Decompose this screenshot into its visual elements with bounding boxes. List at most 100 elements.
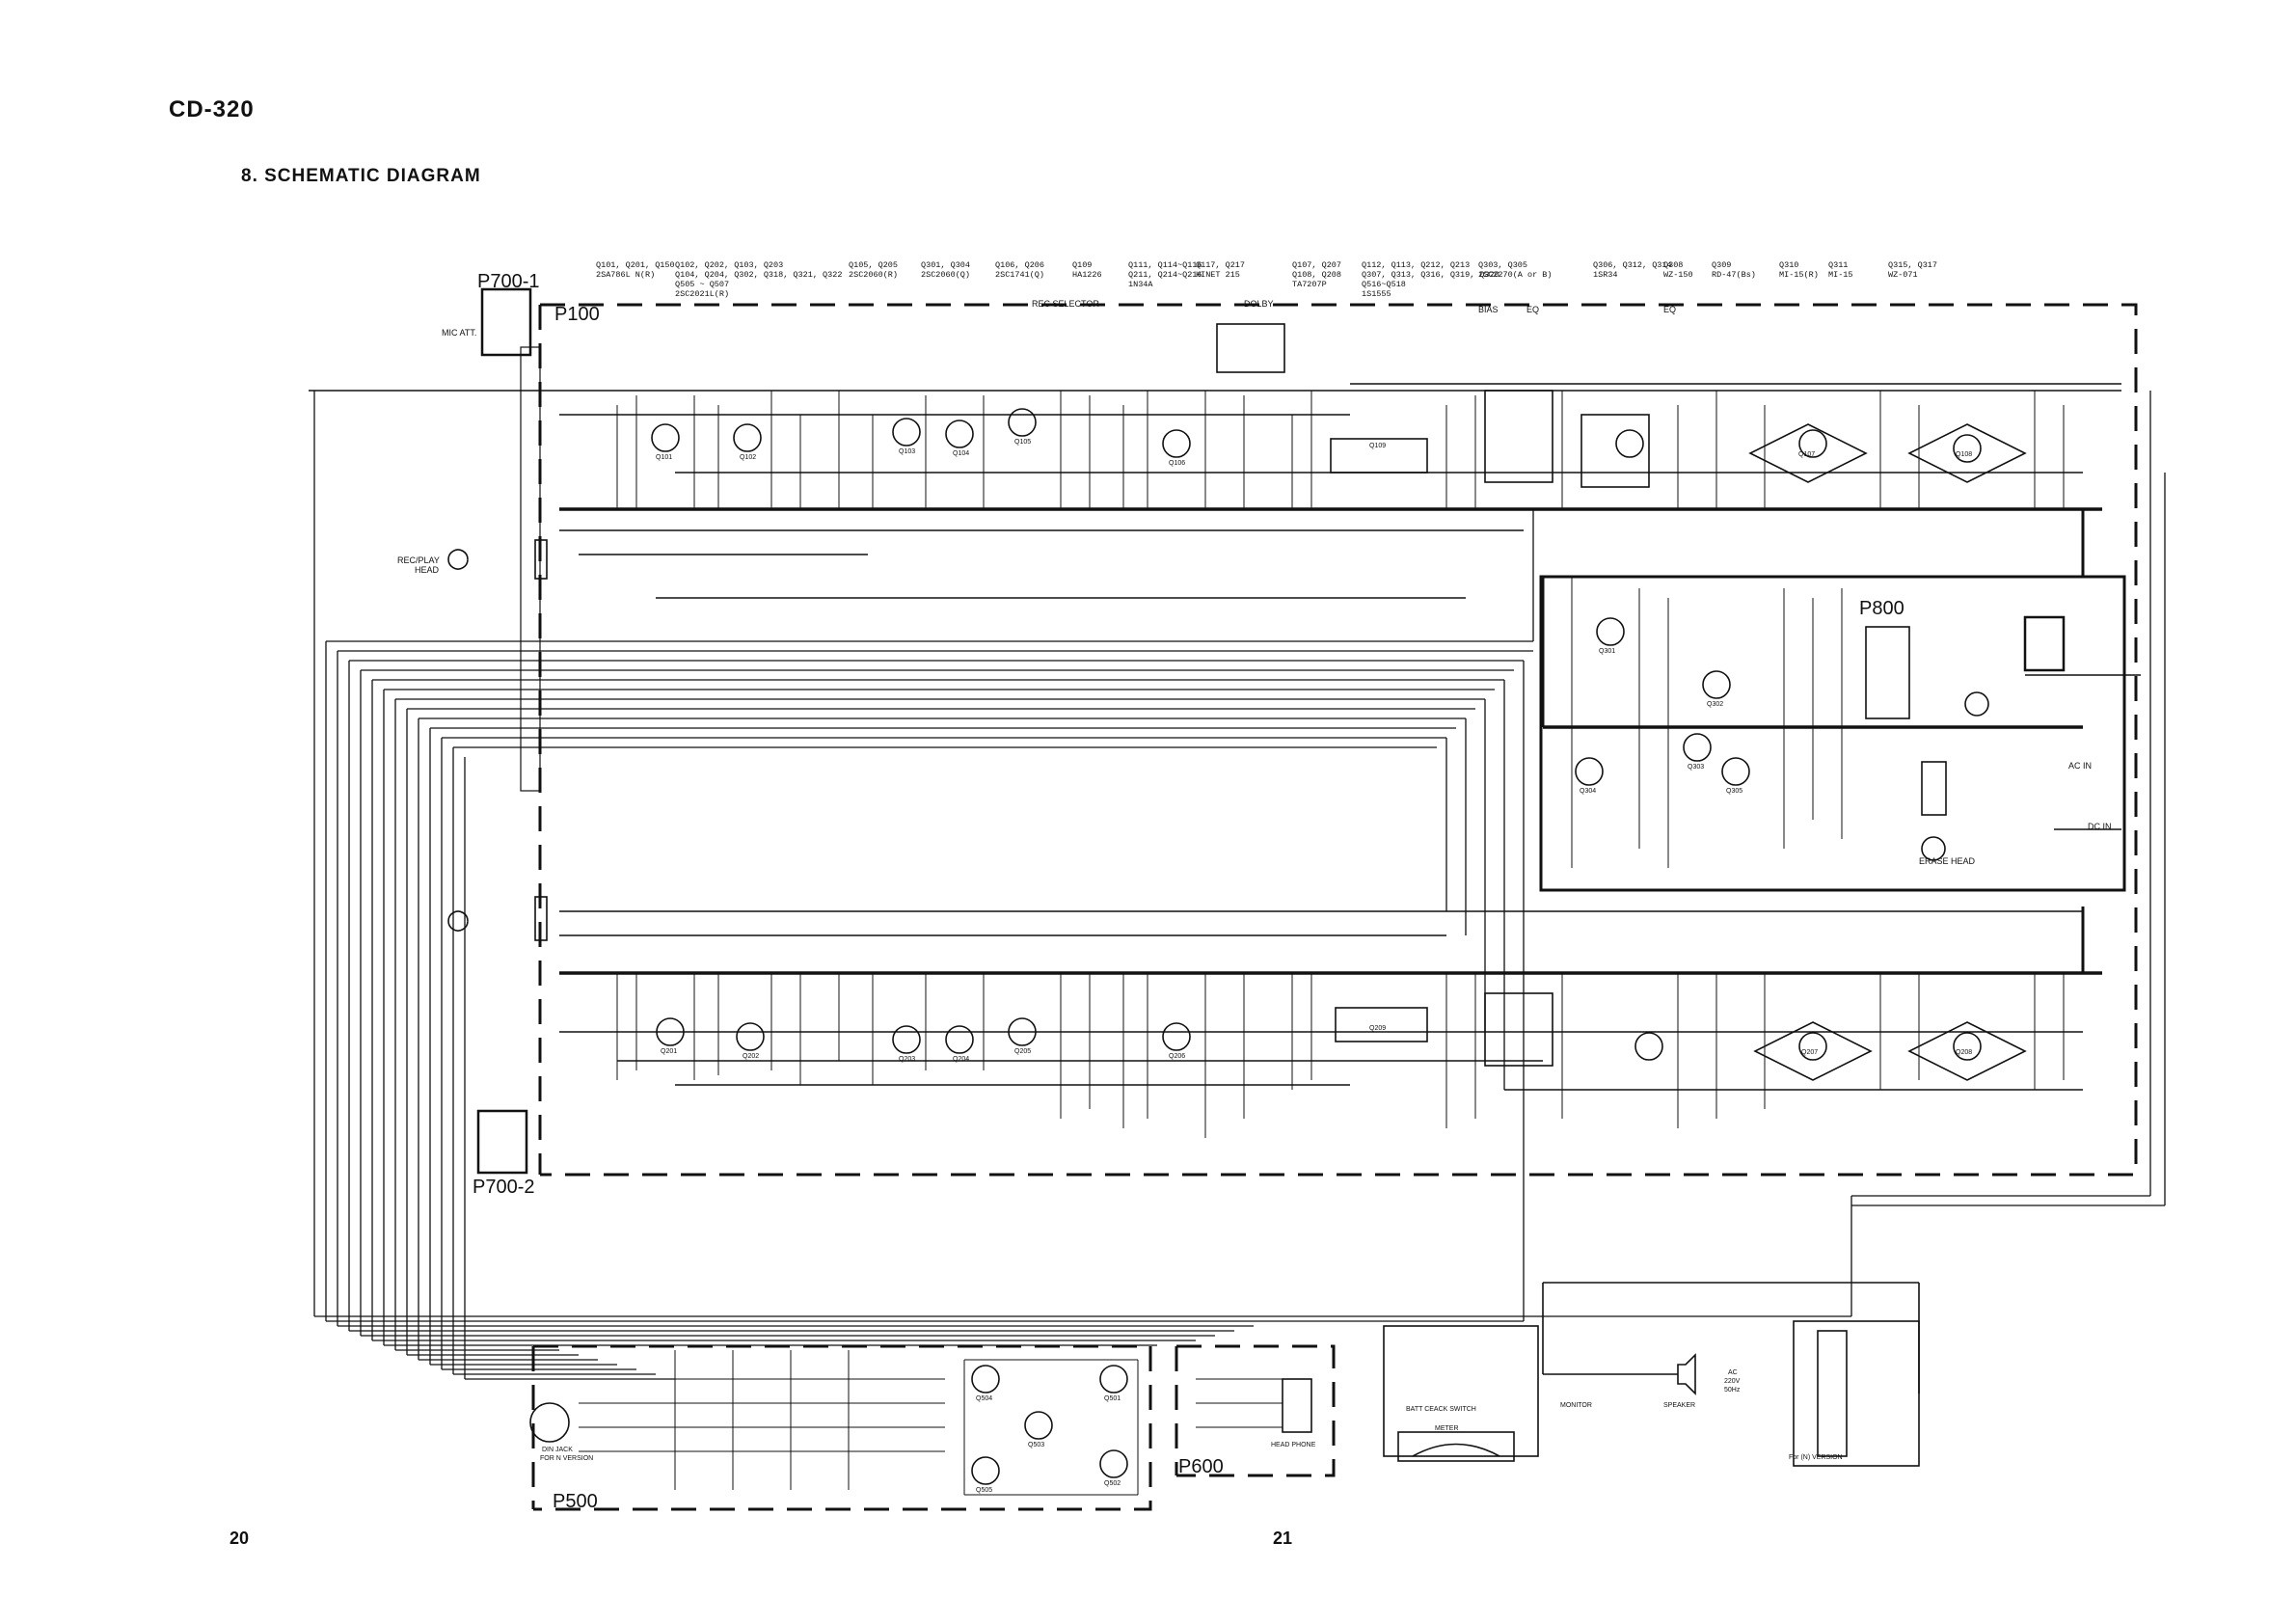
q-label: Q107 — [1798, 451, 1815, 458]
transistor-legend-line: MI-15 — [1828, 270, 1853, 280]
transistor-legend-line: WZ-071 — [1888, 270, 1918, 280]
bias-label: BIAS — [1478, 305, 1499, 314]
transistor-legend-line: Q211, Q214~Q216 — [1128, 270, 1202, 280]
q-label: Q202 — [743, 1053, 759, 1060]
transistor-legend-line: WZ-150 — [1663, 270, 1693, 280]
page-number-left: 20 — [230, 1529, 250, 1548]
transistor-legend-line: HINET 215 — [1196, 270, 1240, 280]
transistor-legend-line: 1S1555 — [1362, 289, 1391, 299]
q-label: Q203 — [899, 1056, 915, 1063]
q-label: Q108 — [1956, 451, 1972, 458]
block-p100: P100 — [554, 304, 600, 325]
q-label: Q105 — [1014, 439, 1031, 446]
transistor-legend-line: Q301, Q304 — [921, 260, 971, 270]
transistor-legend-line: Q117, Q217 — [1196, 260, 1246, 270]
block-outlines — [531, 303, 2138, 1511]
transistor-legend-line: 2SC2270(A or B) — [1478, 270, 1553, 280]
page-title: 8. SCHEMATIC DIAGRAM — [241, 166, 481, 186]
page-number-right: 21 — [1273, 1529, 1293, 1548]
transistor-legend-line: Q315, Q317 — [1888, 260, 1938, 270]
transistor-legend-line: Q101, Q201, Q150 — [596, 260, 675, 270]
transistor-legend-line: Q310 — [1779, 260, 1799, 270]
transistor-legend-line: Q307, Q313, Q316, Q319, Q320 — [1362, 270, 1499, 280]
transistor-legend-line: Q112, Q113, Q212, Q213 — [1362, 260, 1471, 270]
q-label: Q103 — [899, 448, 915, 455]
transistor-legend-line: Q505 ~ Q507 — [675, 280, 730, 289]
block-p700-1: P700-1 — [477, 271, 540, 292]
q-label: Q206 — [1169, 1053, 1185, 1060]
rec-play-head-label-1: REC/PLAY — [397, 555, 440, 565]
block-p600: P600 — [1178, 1456, 1224, 1477]
q-label: Q207 — [1801, 1049, 1818, 1056]
transistor-legend-line: Q516~Q518 — [1362, 280, 1406, 289]
transistor-legend-line: Q105, Q205 — [849, 260, 899, 270]
q-label: Q205 — [1014, 1048, 1031, 1055]
transistor-legend-line: 1N34A — [1128, 280, 1153, 289]
q-label: Q209 — [1369, 1025, 1386, 1032]
ac-voltage-label-1: AC — [1728, 1369, 1738, 1376]
transistor-legend-line: Q108, Q208 — [1292, 270, 1342, 280]
transistor-legend-line: Q303, Q305 — [1478, 260, 1528, 270]
monitor-label: MONITOR — [1560, 1402, 1592, 1409]
eq-label-2: EQ — [1663, 305, 1676, 314]
q-label: Q503 — [1028, 1442, 1044, 1448]
q-label: Q102 — [740, 454, 756, 461]
block-p500: P500 — [553, 1491, 598, 1512]
transistor-legend-line: Q311 — [1828, 260, 1849, 270]
ac-in-label: AC IN — [2068, 761, 2092, 771]
q-label: Q305 — [1726, 788, 1742, 795]
q-label: Q301 — [1599, 648, 1615, 655]
transistor-legend-line: Q309 — [1712, 260, 1732, 270]
q-label: Q101 — [656, 454, 672, 461]
speaker-label: SPEAKER — [1663, 1402, 1695, 1409]
transistor-legend-line: Q109 — [1072, 260, 1093, 270]
head-phone-label: HEAD PHONE — [1271, 1442, 1316, 1448]
q-label: Q504 — [976, 1395, 992, 1402]
dc-in-label: DC IN — [2088, 822, 2112, 831]
q-label: Q201 — [661, 1048, 677, 1055]
q-label: Q109 — [1369, 443, 1386, 449]
transistor-legend-line: TA7207P — [1292, 280, 1327, 289]
q-label: Q502 — [1104, 1480, 1121, 1487]
transistor-legend-line: Q306, Q312, Q314 — [1593, 260, 1672, 270]
batt-check-label: BATT CEACK SWITCH — [1406, 1406, 1476, 1413]
transistor-legend-line: Q106, Q206 — [995, 260, 1045, 270]
erase-head-label: ERASE HEAD — [1919, 856, 1976, 866]
rec-selector-label: REC SELECTOR — [1032, 299, 1099, 309]
din-jack-label-1: DIN JACK — [542, 1447, 573, 1453]
q-label: Q104 — [953, 450, 969, 457]
block-p700-2: P700-2 — [473, 1177, 535, 1198]
transistor-legend-line: HA1226 — [1072, 270, 1102, 280]
transistor-labels: Q101 Q102 Q103 Q104 Q105 Q106 Q109 Q107 … — [656, 439, 1972, 1494]
ac-voltage-label-2: 220V — [1724, 1378, 1741, 1385]
q-label: Q106 — [1169, 460, 1185, 467]
q-label: Q303 — [1688, 764, 1704, 771]
eq-label-1: EQ — [1526, 305, 1539, 314]
dolby-label: DOLBY — [1244, 299, 1274, 309]
transistor-legend-line: Q107, Q207 — [1292, 260, 1342, 270]
transistor-legend-line: 2SC2060(R) — [849, 270, 899, 280]
transistor-legend-line: RD-47(Bs) — [1712, 270, 1756, 280]
transistor-legend-line: 2SC1741(Q) — [995, 270, 1045, 280]
transistor-legend-line: MI-15(R) — [1779, 270, 1819, 280]
transistor-legend-line: Q104, Q204, Q302, Q318, Q321, Q322 — [675, 270, 843, 280]
rec-play-head-label-2: HEAD — [415, 565, 440, 575]
transistor-legend-line: 2SC2060(Q) — [921, 270, 971, 280]
q-label: Q304 — [1580, 788, 1596, 795]
transistor-symbols — [651, 408, 1982, 1485]
transistor-legend-line: Q111, Q114~Q116 — [1128, 260, 1202, 270]
